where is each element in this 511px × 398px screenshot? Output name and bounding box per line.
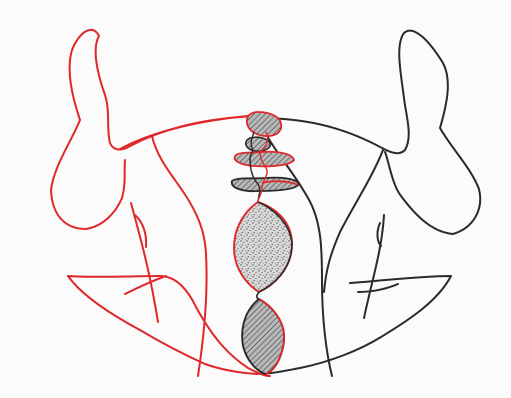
hatched-middle-lobe-2 bbox=[232, 178, 299, 191]
right-cross-stroke bbox=[358, 284, 398, 292]
left-lower-curve bbox=[68, 276, 258, 374]
neck-lower bbox=[257, 292, 259, 299]
stippled-central-lobe bbox=[234, 202, 292, 292]
right-upper-wing bbox=[258, 31, 480, 234]
right-structure-outline bbox=[258, 31, 480, 376]
left-structure-outline bbox=[51, 30, 270, 376]
left-body-edge bbox=[152, 136, 207, 376]
hatched-top-lobe bbox=[247, 112, 281, 136]
central-lobes bbox=[232, 112, 299, 374]
right-inner-stroke bbox=[364, 215, 384, 318]
left-cross-stroke bbox=[125, 276, 166, 294]
left-lower-fin bbox=[68, 276, 270, 376]
left-lateral-edge bbox=[120, 116, 248, 149]
left-upper-wing bbox=[51, 30, 255, 229]
right-lower-fin bbox=[260, 276, 451, 374]
left-inner-stroke bbox=[131, 203, 158, 322]
